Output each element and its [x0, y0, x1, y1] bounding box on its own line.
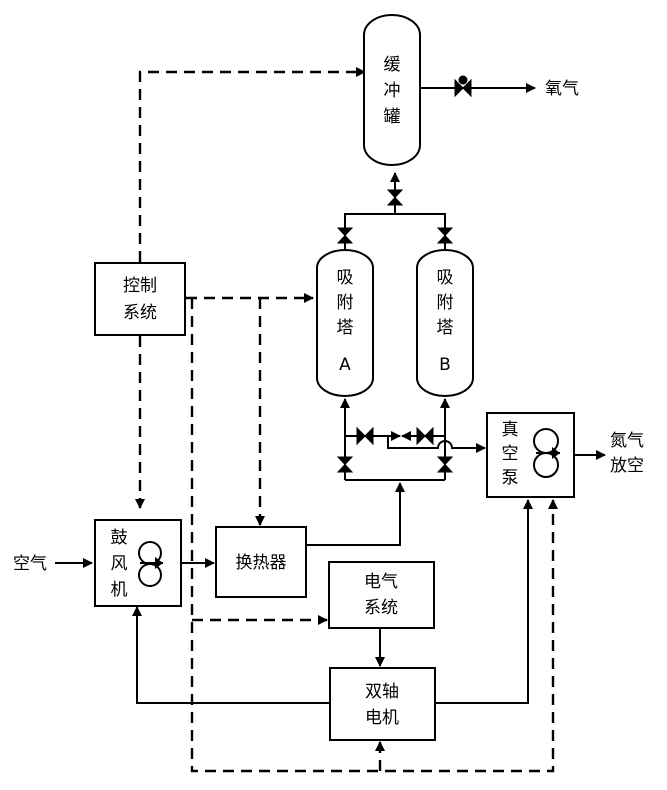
buffer-tank-label-2: 冲 [384, 81, 401, 101]
tower-a-label-4: A [339, 355, 351, 375]
vacuum-pump-label-2: 空 [502, 444, 519, 464]
tower-a-vent-valve-icon [336, 456, 354, 473]
adsorption-tower-b [416, 249, 474, 397]
tower-a-feed-valve-icon [356, 426, 374, 446]
tower-b-label-2: 附 [437, 293, 454, 313]
buffer-tank [363, 14, 421, 166]
top-manifold-line [344, 213, 446, 249]
nitrogen-vent-label-1: 氮气 [610, 431, 644, 451]
electrical-system-box [328, 561, 435, 629]
buffer-tank-label-3: 罐 [384, 107, 401, 127]
buffer-inlet-valve-icon [386, 189, 404, 206]
motor-to-blower-line [132, 606, 330, 704]
nitrogen-vent-label-2: 放空 [610, 456, 644, 476]
vacuum-pump-label-3: 泵 [502, 468, 519, 488]
tower-a-top-valve-icon [336, 227, 354, 244]
tower-b-label-4: B [439, 355, 451, 375]
blower-label-1: 鼓 [111, 528, 128, 548]
heat-exchanger-label: 换热器 [236, 553, 287, 573]
dual-shaft-motor-box [329, 667, 436, 741]
control-feedback-loop [190, 298, 558, 773]
electrical-system-label-1: 电气 [364, 572, 398, 592]
tower-a-label-1: 吸 [337, 268, 354, 288]
vacuum-pump-rotor-icon [533, 428, 560, 478]
oxygen-outlet-valve-icon [454, 75, 472, 98]
tower-b-vent-valve-icon [436, 456, 454, 473]
tower-a-label-2: 附 [337, 293, 354, 313]
heat-exchanger-box [215, 526, 307, 598]
air-inlet-label: 空气 [13, 554, 47, 574]
buffer-tank-label-1: 缓 [384, 55, 401, 75]
control-system-label-1: 控制 [123, 276, 157, 296]
blower-label-3: 机 [111, 580, 128, 600]
blower-rotor-icon [138, 541, 163, 587]
oxygen-outlet-label: 氧气 [545, 79, 579, 99]
tower-b-feed-valve-icon [416, 426, 434, 446]
blower-box [94, 519, 182, 607]
adsorption-tower-a [316, 249, 374, 397]
vacuum-pump-box [486, 412, 575, 498]
vacuum-pump-label-1: 真 [502, 420, 519, 440]
motor-to-vacuum-pump-line [436, 499, 533, 704]
electrical-system-label-2: 系统 [364, 598, 398, 618]
tower-a-label-3: 塔 [337, 318, 354, 338]
tower-b-label-1: 吸 [437, 268, 454, 288]
heat-exchanger-to-manifold-line [306, 482, 405, 546]
control-system-box [94, 262, 186, 336]
tower-b-top-valve-icon [436, 227, 454, 244]
vent-to-vacuum-pump-line [387, 436, 486, 453]
control-to-buffer-signal [138, 67, 366, 262]
motor-label-2: 电机 [365, 708, 399, 728]
control-system-label-2: 系统 [123, 303, 157, 323]
tower-b-label-3: 塔 [437, 318, 454, 338]
blower-label-2: 风 [111, 554, 128, 574]
motor-label-1: 双轴 [365, 682, 399, 702]
